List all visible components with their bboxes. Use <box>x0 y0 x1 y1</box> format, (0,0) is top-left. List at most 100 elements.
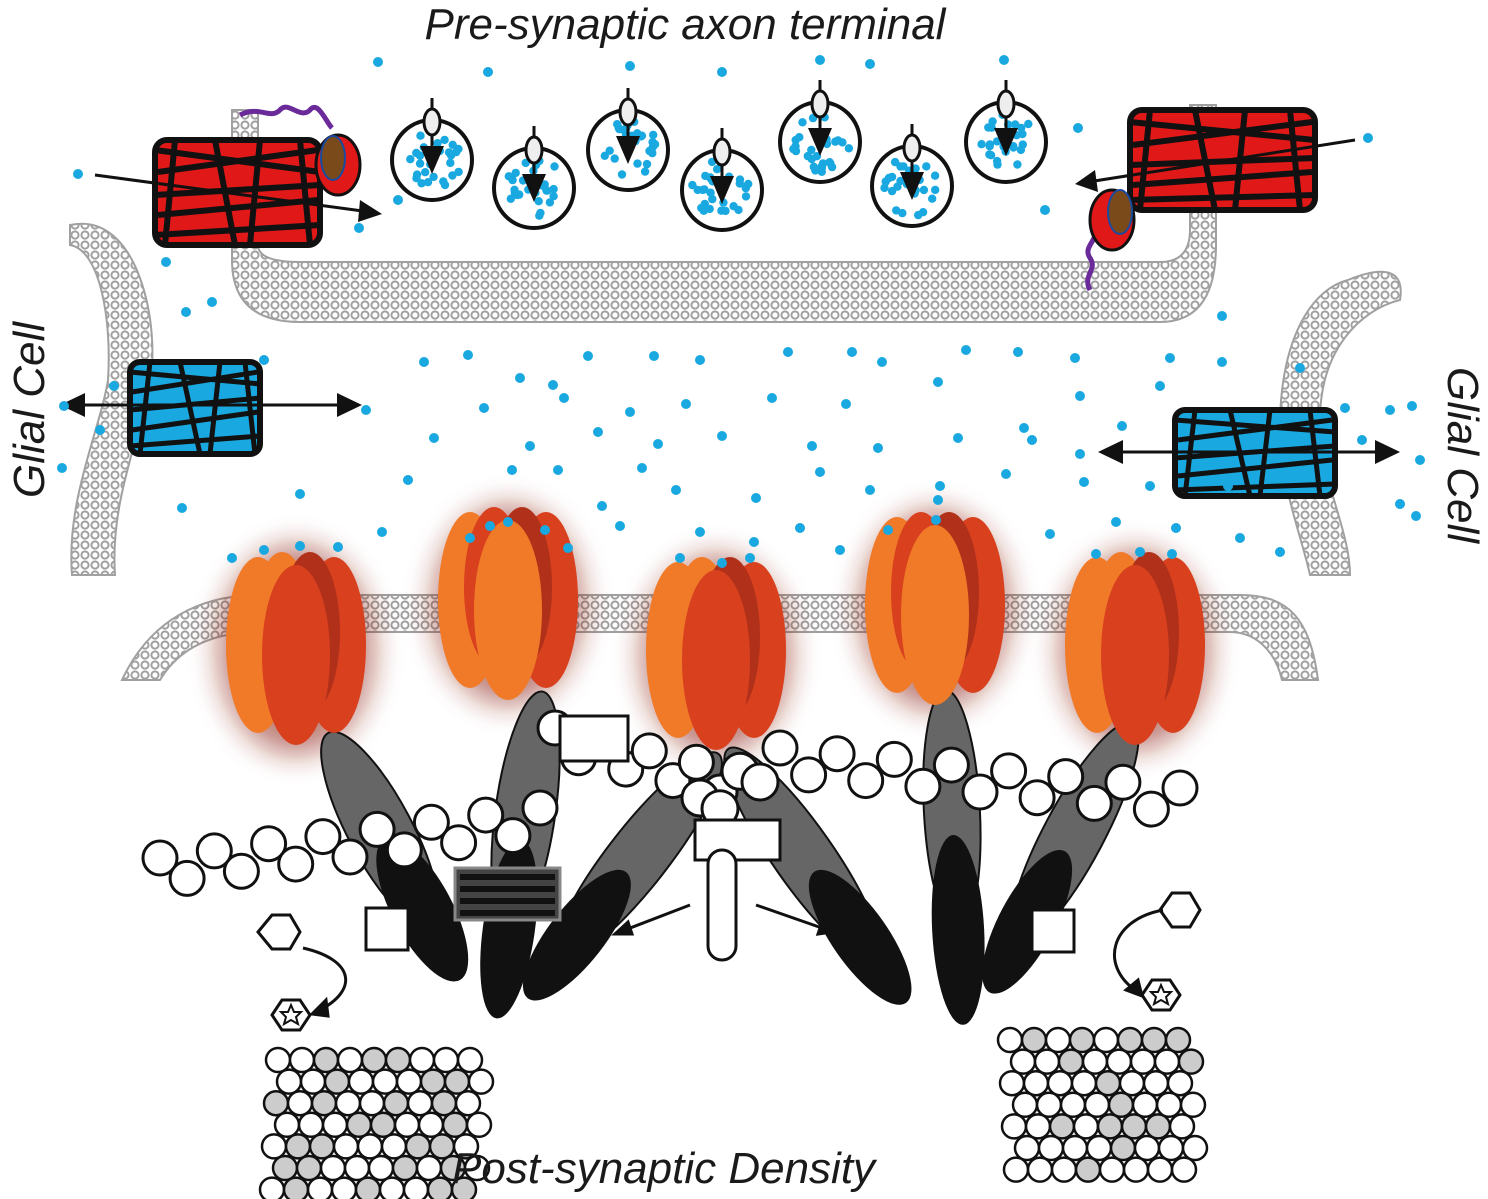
receptor <box>438 507 578 700</box>
actin-filaments <box>141 709 1199 897</box>
cluster-left <box>258 1046 495 1199</box>
neurotransmitter-dot <box>525 441 535 451</box>
neurotransmitter-dot <box>1135 547 1145 557</box>
scaffold-protein-3 <box>522 751 723 1001</box>
neurotransmitter-dot <box>653 439 663 449</box>
neurotransmitter-dot <box>95 425 105 435</box>
neurotransmitter-dot <box>1395 499 1405 509</box>
neurotransmitter-dot <box>295 489 305 499</box>
neurotransmitter-dot <box>465 533 475 543</box>
neurotransmitter-dot <box>1411 511 1421 521</box>
glial-membrane-right <box>1278 270 1402 576</box>
neurotransmitter-dot <box>259 545 269 555</box>
neurotransmitter-dot <box>649 351 659 361</box>
neurotransmitter-dot <box>749 537 759 547</box>
neurotransmitter-dot <box>109 381 119 391</box>
neurotransmitter-dot <box>553 465 563 475</box>
neurotransmitter-dot <box>1013 347 1023 357</box>
neurotransmitter-dot <box>625 407 635 417</box>
neurotransmitter-dot <box>463 350 473 360</box>
receptor <box>646 557 786 750</box>
kinase-square-right <box>1030 908 1076 954</box>
neurotransmitter-dot <box>1091 549 1101 559</box>
neurotransmitter-dot <box>717 431 727 441</box>
glial-transporter-left <box>60 359 362 457</box>
neurotransmitter-dot <box>625 61 635 71</box>
neurotransmitter-dot <box>1223 481 1233 491</box>
scaffold-square-top <box>558 714 630 763</box>
neurotransmitter-dot <box>479 403 489 413</box>
neurotransmitter-dot <box>593 427 603 437</box>
neurotransmitter-dot <box>883 525 893 535</box>
neurotransmitter-dot <box>1217 311 1227 321</box>
neurotransmitter-dot <box>615 521 625 531</box>
striped-box <box>453 866 562 922</box>
postsynaptic-label: Post-synaptic Density <box>452 1144 876 1193</box>
neurotransmitter-dot <box>865 59 875 69</box>
neurotransmitter-dot <box>1070 353 1080 363</box>
neurotransmitter-dot <box>377 527 387 537</box>
neurotransmitter-dot <box>1027 435 1037 445</box>
star-hexagon-left <box>270 998 312 1032</box>
neurotransmitter-dot <box>865 485 875 495</box>
neurotransmitter-dot <box>177 503 187 513</box>
vesicle <box>680 128 764 232</box>
star-hexagon-right <box>1140 978 1182 1012</box>
neurotransmitter-dot <box>835 545 845 555</box>
neurotransmitter-dot <box>681 399 691 409</box>
neurotransmitter-dot <box>1407 401 1417 411</box>
scaffold-protein-4 <box>723 746 912 1005</box>
neurotransmitter-dot <box>403 475 413 485</box>
neurotransmitter-dot <box>1165 353 1175 363</box>
neurotransmitter-dot <box>429 433 439 443</box>
glial-transporter-right <box>1098 407 1400 499</box>
vesicle <box>964 80 1048 184</box>
neurotransmitter-dot <box>1275 547 1285 557</box>
neurotransmitter-dot <box>783 347 793 357</box>
neurotransmitter-dot <box>1073 123 1083 133</box>
neurotransmitter-dot <box>507 465 517 475</box>
neurotransmitter-dot <box>873 443 883 453</box>
neurotransmitter-dot <box>935 481 945 491</box>
presynaptic-membrane <box>231 104 1217 323</box>
neurotransmitter-dot <box>485 521 495 531</box>
neurotransmitter-dot <box>161 257 171 267</box>
neurotransmitter-dot <box>295 541 305 551</box>
neurotransmitter-dot <box>333 542 343 552</box>
neurotransmitter-dot <box>1145 481 1155 491</box>
presynaptic-label: Pre-synaptic axon terminal <box>424 0 946 49</box>
vesicle <box>586 88 670 192</box>
neurotransmitter-dot <box>807 441 817 451</box>
neurotransmitter-dot <box>259 355 269 365</box>
neurotransmitter-dot <box>999 55 1009 65</box>
neurotransmitter-dot <box>695 355 705 365</box>
scaffold-protein-6 <box>982 721 1140 994</box>
neurotransmitter-dot <box>1171 523 1181 533</box>
receptor <box>1065 552 1205 745</box>
vesicle <box>870 124 954 228</box>
glial-cell-label-left: Glial Cell <box>5 321 54 499</box>
neurotransmitter-dot <box>181 307 191 317</box>
neurotransmitter-dot <box>563 543 573 553</box>
neurotransmitter-dot <box>767 393 777 403</box>
neurotransmitter-dot <box>207 297 217 307</box>
scaffold-protein-5 <box>922 689 985 1025</box>
neurotransmitter-dot <box>1217 357 1227 367</box>
neurotransmitter-dot <box>1075 449 1085 459</box>
cluster-right <box>996 1026 1209 1183</box>
neurotransmitter-dot <box>1269 473 1279 483</box>
vesicle <box>778 80 862 184</box>
presynaptic-transporter-right <box>1075 107 1356 292</box>
neurotransmitter-dot <box>961 345 971 355</box>
receptor <box>865 512 1005 705</box>
neurotransmitter-dot <box>953 433 963 443</box>
neurotransmitter-dot <box>841 399 851 409</box>
neurotransmitter-dot <box>933 495 943 505</box>
postsynaptic-membrane <box>120 594 1320 681</box>
neurotransmitter-dot <box>847 347 857 357</box>
neurotransmitter-dot <box>559 393 569 403</box>
neurotransmitter-dot <box>1295 363 1305 373</box>
neurotransmitter-dot <box>597 501 607 511</box>
hexagon-left <box>256 913 302 951</box>
